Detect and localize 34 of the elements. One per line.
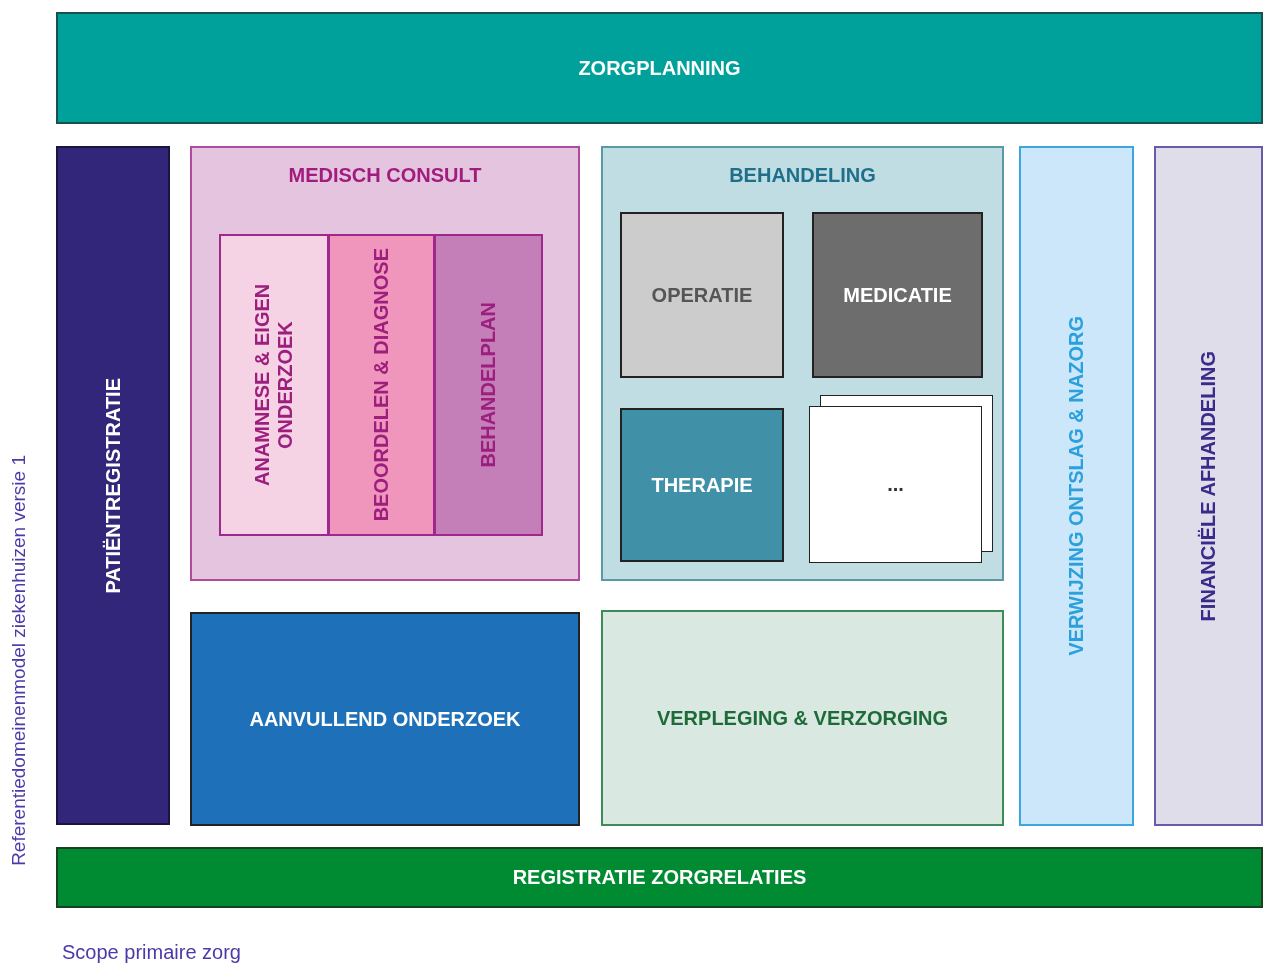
domain-block [601,610,1004,826]
domain-label: BEHANDELPLAN [477,302,500,468]
domain-group [190,146,580,581]
domain-block [190,612,580,826]
domain-block [328,234,435,536]
domain-block [620,408,784,562]
domain-label: ... [887,473,904,496]
domain-label: ZORGPLANNING [578,56,741,80]
domain-block [1019,146,1134,826]
domain-block [434,234,543,536]
footer-note: Scope primaire zorg [62,941,241,964]
domain-label: ANAMNESE & EIGEN ONDERZOEK [251,282,297,489]
domain-label: FINANCIËLE AFHANDELING [1197,350,1220,622]
domain-block [620,212,784,378]
side-note: Referentiedomeinenmodel ziekenhuizen versie 1 [8,455,30,866]
domain-label: PATIËNTREGISTRATIE [101,377,125,594]
group-title: MEDISCH CONSULT [288,164,482,187]
domain-group [601,146,1004,581]
domain-block [56,146,170,825]
domain-block [812,212,983,378]
domain-label: REGISTRATIE ZORGRELATIES [512,866,807,889]
domain-block [56,12,1263,124]
domain-label: MEDICATIE [843,283,952,307]
domain-label: THERAPIE [651,473,753,497]
domain-label: VERWIJZING ONTSLAG & NAZORG [1065,316,1088,656]
domain-label: VERPLEGING & VERZORGING [656,706,949,730]
domain-label: OPERATIE [651,283,753,307]
group-title: BEHANDELING [729,164,876,187]
domain-label: AANVULLEND ONDERZOEK [249,707,521,731]
domain-block [219,234,329,536]
stacked-pages [809,395,993,563]
domain-label: BEOORDELEN & DIAGNOSE [370,248,393,522]
domain-block [1154,146,1263,826]
domain-block [56,847,1263,908]
